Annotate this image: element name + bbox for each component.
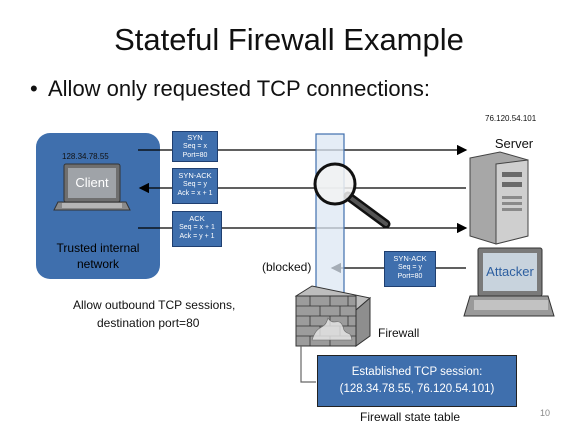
state-table-box: Established TCP session: (128.34.78.55, … <box>317 355 517 407</box>
trusted-network-label: Trusted internal network <box>36 240 160 272</box>
firewall-wall-icon <box>294 285 372 347</box>
bullet-text: Allow only requested TCP connections: <box>48 76 430 101</box>
syn-packet-port: Port=80 <box>182 152 208 159</box>
ack-packet: ACK Seq = x + 1 Ack = y + 1 <box>172 211 222 247</box>
blocked-label: (blocked) <box>262 260 312 274</box>
attacker-packet-title: SYN-ACK <box>393 254 427 263</box>
attacker-label: Attacker <box>486 264 534 279</box>
bullet-point: • Allow only requested TCP connections: <box>30 76 430 102</box>
attacker-packet: SYN-ACK Seq = y Port=80 <box>384 251 436 287</box>
firewall-label: Firewall <box>378 326 420 340</box>
attacker-packet-seq: Seq = y <box>398 264 422 271</box>
state-table-line1: Established TCP session: <box>351 366 483 378</box>
policy-line-1: Allow outbound TCP sessions, <box>73 298 236 312</box>
attacker-packet-port: Port=80 <box>397 273 423 280</box>
trusted-network-label-line2: network <box>76 257 120 271</box>
synack-packet-title: SYN-ACK <box>178 171 212 180</box>
slide-title: Stateful Firewall Example <box>114 22 464 57</box>
policy-line-2: destination port=80 <box>97 316 200 330</box>
syn-packet: SYN Seq = x Port=80 <box>172 131 218 162</box>
trusted-network-label-line1: Trusted internal <box>56 241 140 255</box>
firewall-filter-column <box>315 133 345 301</box>
attacker-laptop-icon <box>463 247 555 317</box>
ack-packet-ack: Ack = y + 1 <box>179 233 215 240</box>
bullet-dot-icon: • <box>30 76 38 101</box>
state-table-caption: Firewall state table <box>360 410 461 424</box>
state-table-connector <box>300 346 316 383</box>
server-ip: 76.120.54.101 <box>485 114 537 123</box>
server-tower-icon <box>469 151 529 245</box>
server-label: Server <box>495 136 534 151</box>
magnifier-icon <box>313 162 391 229</box>
synack-packet: SYN-ACK Seq = y Ack = x + 1 <box>172 168 218 204</box>
client-ip: 128.34.78.55 <box>62 152 109 161</box>
client-label: Client <box>75 175 109 190</box>
slide-number: 10 <box>539 408 550 418</box>
state-table-line2: (128.34.78.55, 76.120.54.101) <box>339 383 495 395</box>
ack-packet-title: ACK <box>189 214 205 223</box>
synack-packet-seq: Seq = y <box>183 181 207 188</box>
ack-packet-seq: Seq = x + 1 <box>179 224 215 231</box>
client-laptop-icon <box>53 163 131 211</box>
syn-packet-seq: Seq = x <box>183 143 207 150</box>
syn-packet-title: SYN <box>187 133 203 142</box>
synack-packet-ack: Ack = x + 1 <box>177 190 213 197</box>
